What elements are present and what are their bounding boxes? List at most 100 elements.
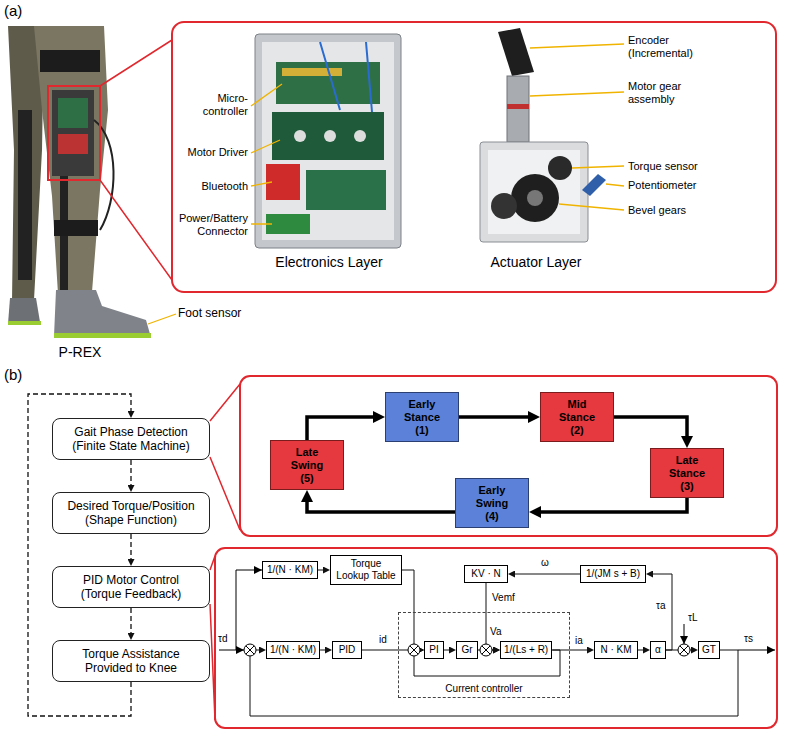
signal-arrow — [320, 650, 325, 651]
callout-label: Electronics Layer — [255, 254, 403, 271]
box-text: PI — [429, 644, 438, 656]
lookup-block: Torque Lookup Table — [330, 555, 402, 585]
flow-arrow — [130, 460, 131, 485]
terminal — [324, 130, 336, 142]
callout-label: Micro-controller — [190, 92, 248, 118]
back-brace — [18, 110, 32, 280]
flow-arrow — [130, 608, 131, 633]
callout-label: Actuator Layer — [466, 254, 606, 271]
junction-cross — [482, 646, 490, 654]
housing-inner — [488, 150, 580, 234]
signal-label: Vemf — [491, 592, 516, 604]
callout-label: Foot sensor — [178, 306, 268, 320]
box-text: 1/(N · KM) — [270, 644, 316, 656]
transfer-block: 1/(N · KM) — [266, 641, 320, 659]
potentiometer — [582, 174, 606, 196]
callout-label: Motor gear assembly — [628, 80, 698, 106]
encoder — [498, 28, 534, 76]
box-subtext: (Finite State Machine) — [72, 439, 189, 453]
signal-label: ia — [574, 635, 584, 647]
signal-line — [684, 624, 685, 644]
gear-hub — [527, 190, 543, 206]
signal-label: τa — [655, 600, 667, 612]
state-box: Early Stance(1) — [385, 392, 459, 442]
gain-block: N · KM — [594, 641, 638, 659]
process-box: Gait Phase Detection(Finite State Machin… — [52, 418, 210, 460]
signal-arrow — [402, 570, 417, 650]
box-subtext: (Torque Feedback) — [81, 587, 182, 601]
process-box: PID Motor Control(Torque Feedback) — [52, 566, 210, 608]
front-leg — [34, 26, 108, 294]
terminal — [294, 130, 306, 142]
box-subtext: (4) — [485, 510, 498, 523]
state-transition-arrow — [614, 417, 687, 436]
wire — [320, 42, 372, 112]
callout-label: Bluetooth — [174, 180, 248, 193]
box-subtext: (1) — [415, 424, 428, 437]
highlight-box — [48, 86, 100, 180]
leader-line — [251, 84, 282, 224]
box-text: N · KM — [600, 644, 631, 656]
exoskeleton-photo — [8, 26, 151, 338]
junction-cross — [680, 646, 688, 654]
flow-arrow — [130, 534, 131, 559]
callout-label: Motor Driver — [174, 146, 248, 159]
callout-label: (b) — [4, 366, 44, 384]
zoom-panel — [172, 22, 776, 292]
process-box: Desired Torque/Position(Shape Function) — [52, 492, 210, 534]
summing-junction — [480, 644, 492, 656]
box-text: α — [655, 644, 661, 656]
control-panel — [215, 548, 777, 728]
summing-junction — [678, 644, 690, 656]
leader-line — [530, 44, 624, 210]
box-subtext: (2) — [570, 424, 583, 437]
box-text: Current controller — [445, 683, 522, 695]
state-transition-arrow — [307, 417, 373, 440]
box-text: PID — [339, 644, 356, 656]
transfer-block: KV · N — [464, 565, 508, 583]
box-text: Early Stance — [396, 398, 448, 424]
shoe-sole — [54, 333, 151, 338]
junction-circle — [408, 644, 420, 656]
callout-label: Bevel gears — [628, 204, 738, 217]
actuator-photo — [480, 28, 606, 242]
state-box: Mid Stance(2) — [540, 392, 614, 442]
callout-label: Potentiometer — [628, 179, 738, 192]
transfer-block: 1/(N · KM) — [262, 561, 318, 579]
summing-junction — [244, 644, 256, 656]
state-box: Early Swing(4) — [455, 478, 529, 528]
signal-line — [738, 650, 775, 651]
state-box: Late Swing(5) — [270, 440, 344, 490]
box-text: 1/(Ls + R) — [504, 644, 548, 656]
summing-junction — [408, 644, 420, 656]
shank-strap — [54, 220, 98, 236]
callout-label: (a) — [4, 2, 44, 20]
state-transition-arrow — [459, 415, 528, 419]
leader-line — [148, 314, 176, 324]
box-text: Early Swing — [466, 484, 518, 510]
signal-arrow — [250, 650, 738, 716]
state-transition-arrow — [541, 498, 687, 512]
back-shoe — [8, 298, 40, 324]
gain-block: GT — [698, 641, 720, 659]
bevel-gear — [491, 193, 517, 219]
gain-block: Gr — [456, 641, 478, 659]
box-text: 1/(JM s + B) — [586, 568, 640, 580]
cable — [94, 120, 114, 230]
zoom-line — [100, 40, 172, 280]
torque-sensor — [548, 156, 572, 180]
controller-block: PID — [332, 641, 362, 659]
box-text: PID Motor Control — [83, 573, 179, 587]
signal-arrow — [638, 650, 643, 651]
motor — [507, 76, 529, 142]
controller-group: Current controller PI Gr 1/(Ls + R) — [398, 612, 570, 698]
front-shoe — [54, 290, 150, 336]
callout-label: τL — [688, 612, 704, 624]
board — [306, 170, 386, 210]
motor-driver-board — [272, 112, 384, 160]
junction-circle — [480, 644, 492, 656]
terminal — [354, 130, 366, 142]
gain-block: α — [650, 641, 666, 659]
housing — [480, 142, 588, 242]
